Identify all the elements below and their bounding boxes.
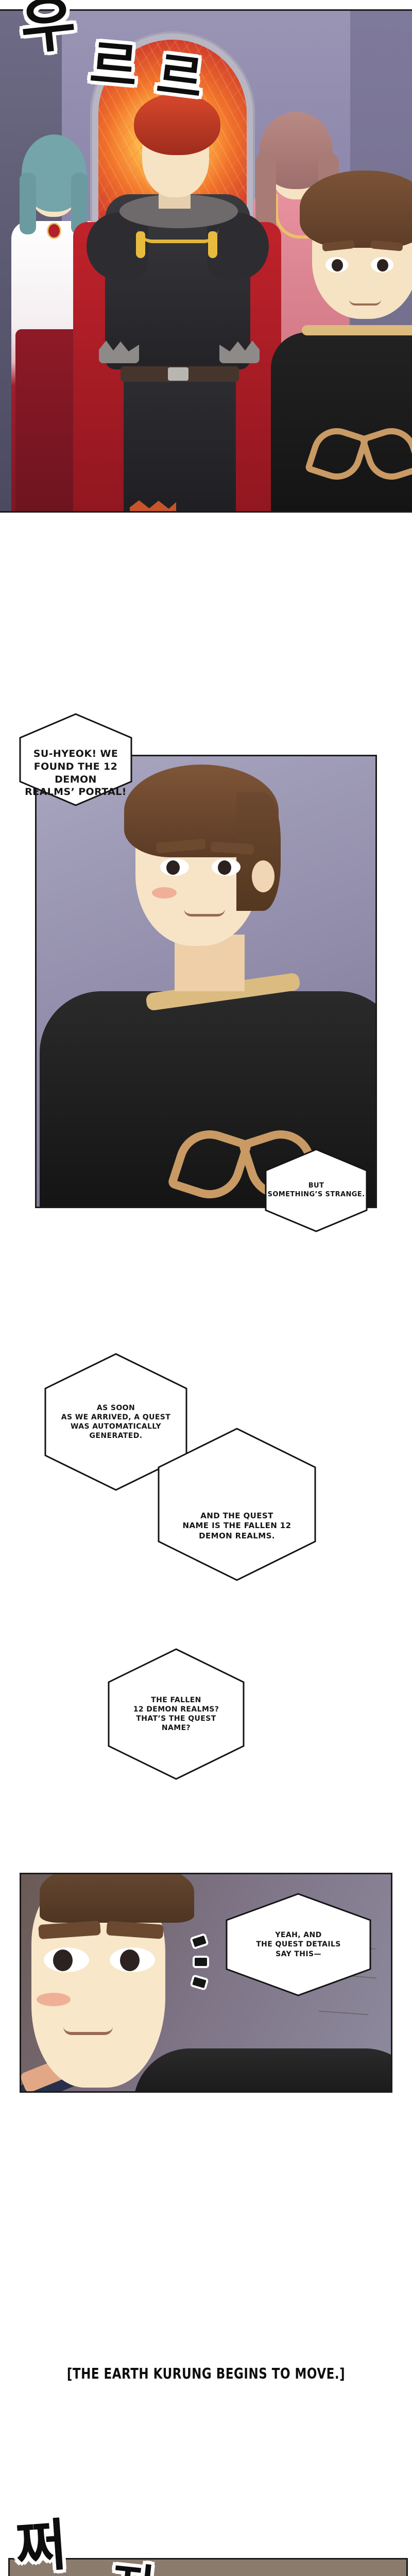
character-su-hyeok — [21, 1874, 194, 2091]
hexagon-shape — [108, 1648, 245, 1780]
belt-buckle — [168, 367, 188, 381]
hair-strand-left — [20, 173, 36, 234]
thought-dot — [193, 1956, 209, 1968]
speech-bubble-found-portal: SU-HYEOK! WE FOUND THE 12 DEMON REALMS’ … — [19, 713, 133, 807]
pupil-right — [120, 1950, 140, 1971]
sfx-rumble-1: 우 — [15, 0, 81, 65]
bubble-text: SU-HYEOK! WE FOUND THE 12 DEMON REALMS’ … — [25, 748, 127, 798]
legs — [124, 380, 236, 511]
bubble-text: THE FALLEN 12 DEMON REALMS? THAT’S THE Q… — [133, 1696, 219, 1733]
hexagon-shape — [44, 1353, 187, 1491]
sfx-rumble-3: 르 — [152, 44, 208, 111]
hair — [300, 171, 412, 248]
hair — [134, 93, 220, 155]
sfx-crack-2: 지 — [106, 2555, 159, 2576]
hexagon-shape — [19, 713, 132, 806]
panel-cracking-ground — [8, 2558, 408, 2576]
speech-bubble-quest-details-say-this: YEAH, AND THE QUEST DETAILS SAY THIS— — [225, 1892, 372, 1997]
black-coat — [271, 332, 412, 511]
character-red-haired-knight — [73, 93, 281, 511]
pupil-right — [218, 860, 231, 875]
ear — [252, 860, 274, 892]
mouth — [349, 299, 381, 306]
earth-kurung-caption: [THE EARTH KURUNG BEGINS TO MOVE.] — [66, 2365, 346, 2383]
shoulder-black-coat — [133, 2048, 391, 2091]
pupil-left — [53, 1950, 73, 1971]
hexagon-shape — [265, 1148, 368, 1232]
blush — [152, 887, 177, 899]
hexagon-shape — [226, 1893, 371, 1996]
sfx-crack-1: 쩌 — [11, 2511, 71, 2576]
tassel-left — [136, 231, 145, 258]
speech-bubble-quest-auto-generated: AS SOON AS WE ARRIVED, A QUEST WAS AUTOM… — [44, 1352, 188, 1492]
pupil-left — [166, 860, 180, 875]
panel-throne-room-portal — [0, 9, 412, 513]
gold-collar-trim — [302, 325, 412, 335]
hexagon-shape — [158, 1428, 316, 1581]
speech-bubble-somethings-strange: BUT SOMETHING’S STRANGE. — [264, 1148, 368, 1233]
mouth — [184, 909, 225, 917]
character-su-hyeok — [271, 171, 412, 511]
speech-bubble-thats-the-quest-name: THE FALLEN 12 DEMON REALMS? THAT’S THE Q… — [107, 1648, 245, 1781]
character-su-hyeok — [40, 765, 375, 1207]
tassel-right — [208, 231, 217, 258]
blush — [37, 1993, 71, 2006]
bubble-text: AS SOON AS WE ARRIVED, A QUEST WAS AUTOM… — [61, 1403, 171, 1440]
brooch-gem — [48, 224, 60, 238]
gold-chain — [138, 228, 218, 243]
mouth — [63, 2027, 113, 2035]
pupil-left — [332, 259, 343, 272]
panel-su-hyeok-medium-shot — [35, 755, 377, 1208]
speech-bubble-quest-name: AND THE QUEST NAME IS THE FALLEN 12 DEMO… — [157, 1427, 317, 1582]
wall-crack-line — [319, 2010, 368, 2015]
bubble-text: BUT SOMETHING’S STRANGE. — [267, 1181, 365, 1198]
bubble-text: YEAH, AND THE QUEST DETAILS SAY THIS— — [256, 1931, 341, 1958]
hair — [40, 1874, 194, 1923]
bubble-text: AND THE QUEST NAME IS THE FALLEN 12 DEMO… — [182, 1511, 291, 1540]
pupil-right — [377, 259, 388, 272]
sfx-rumble-2: 르 — [85, 31, 142, 100]
